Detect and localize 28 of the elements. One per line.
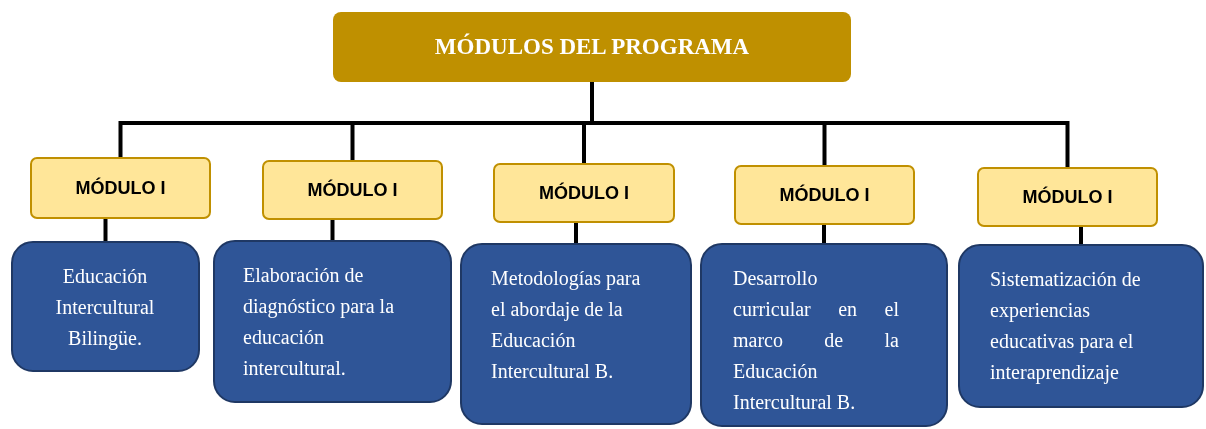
module-box bbox=[734, 165, 915, 225]
description-box bbox=[460, 243, 692, 425]
description-box bbox=[958, 244, 1204, 408]
module-box bbox=[493, 163, 675, 223]
description-box bbox=[11, 241, 200, 372]
description-text: Sistematización de experiencias educativas para el interaprendizaje bbox=[990, 267, 1142, 386]
description-text: Metodologías para el abordaje de la Educación Intercultural B. bbox=[491, 266, 642, 384]
connector-line bbox=[590, 82, 1070, 167]
connector-line bbox=[574, 223, 578, 243]
connector-line bbox=[1079, 227, 1083, 244]
description-text: Educación Intercultural Bilingüe. bbox=[54, 264, 156, 352]
connector-line bbox=[103, 219, 108, 241]
module-label: MÓDULO I bbox=[539, 182, 629, 204]
module-box bbox=[262, 160, 443, 220]
description-box bbox=[700, 243, 948, 427]
module-box bbox=[30, 157, 211, 219]
title-text: MÓDULOS DEL PROGRAMA bbox=[434, 34, 750, 60]
module-label: MÓDULO I bbox=[779, 184, 870, 206]
module-label: MÓDULO I bbox=[1022, 186, 1113, 208]
module-label: MÓDULO I bbox=[75, 177, 166, 199]
module-box bbox=[977, 167, 1158, 227]
connector-line bbox=[822, 225, 826, 243]
module-label: MÓDULO I bbox=[307, 179, 398, 201]
connector-line bbox=[330, 220, 335, 240]
description-text: Desarrollo curricular en el marco de la Educación Intercultural B. bbox=[733, 266, 899, 415]
description-box bbox=[213, 240, 452, 403]
description-text: Elaboración de diagnóstico para la educación intercultural. bbox=[243, 263, 396, 381]
title-box bbox=[333, 12, 851, 82]
